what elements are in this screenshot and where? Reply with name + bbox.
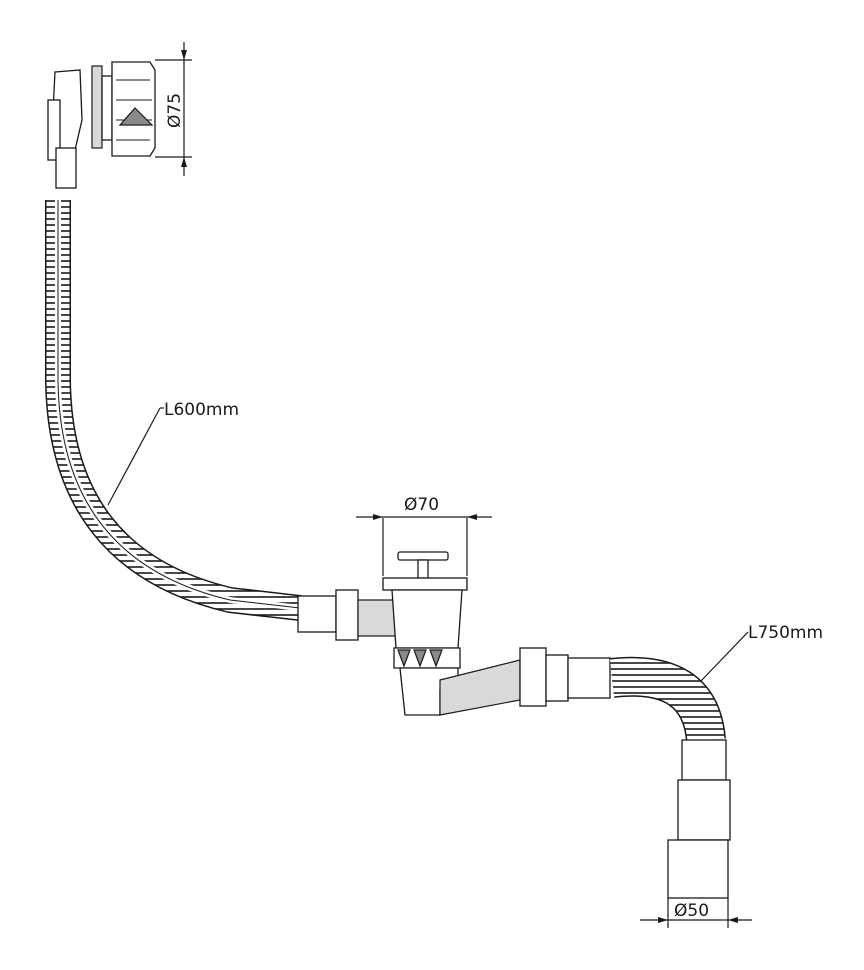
- overflow-assembly: [47, 61, 156, 189]
- waste-trap-assembly: [382, 551, 521, 716]
- outlet-diameter-dimension: Ø50: [640, 898, 752, 928]
- overflow-hose: [45, 200, 302, 621]
- outlet-hose-length-dimension: L750mm: [699, 623, 823, 683]
- waste-diameter-label: Ø70: [404, 495, 439, 515]
- waste-diameter-dimension: Ø70: [356, 495, 492, 576]
- overflow-diameter-label: Ø75: [165, 93, 185, 128]
- hose-connector: [297, 589, 411, 641]
- outlet-assembly: [519, 647, 731, 899]
- outlet-hose-length-label: L750mm: [748, 623, 823, 643]
- overflow-hose-length-dimension: L600mm: [107, 400, 239, 506]
- overflow-hose-length-label: L600mm: [164, 400, 239, 420]
- outlet-diameter-label: Ø50: [674, 901, 709, 921]
- overflow-diameter-dimension: Ø75: [155, 42, 192, 176]
